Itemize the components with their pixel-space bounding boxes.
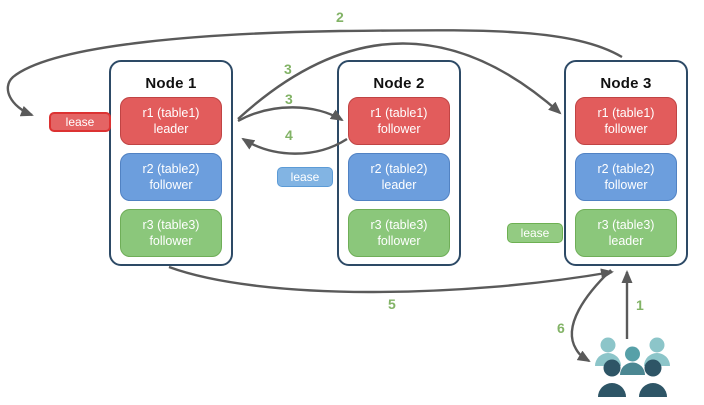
replica-role: follower [377, 234, 421, 248]
replica-role: follower [149, 234, 193, 248]
replica-r1-node2: r1 (table1) follower [348, 97, 450, 145]
replica-role: leader [608, 234, 644, 248]
lease-badge-table2: lease [277, 167, 333, 187]
step-label-4: 4 [285, 127, 293, 143]
step-label-3a: 3 [284, 61, 292, 77]
replica-name: r1 (table1) [597, 105, 655, 120]
replica-role: follower [149, 178, 193, 192]
replica-r2-node1: r2 (table2) follower [120, 153, 222, 201]
lease-badge-table1: lease [49, 112, 111, 132]
node-1-box: Node 1 r1 (table1) leader r2 (table2) fo… [109, 60, 233, 266]
replica-r1-node1: r1 (table1) leader [120, 97, 222, 145]
replica-name: r3 (table3) [370, 217, 428, 232]
replica-r3-node1: r3 (table3) follower [120, 209, 222, 257]
node-2-box: Node 2 r1 (table1) follower r2 (table2) … [337, 60, 461, 266]
arrow-step-5-node1-to-node3 [168, 265, 614, 294]
replica-r1-node3: r1 (table1) follower [575, 97, 677, 145]
replica-name: r3 (table3) [142, 217, 200, 232]
step-label-2: 2 [336, 9, 344, 25]
arrow-step-3-node1-to-node2 [237, 106, 344, 123]
lease-badge-table3: lease [507, 223, 563, 243]
replica-role: follower [604, 122, 648, 136]
replica-name: r2 (table2) [142, 161, 200, 176]
replica-name: r3 (table3) [597, 217, 655, 232]
step-label-5: 5 [388, 296, 396, 312]
node-title: Node 2 [373, 75, 425, 92]
node-title: Node 1 [145, 75, 197, 92]
step-label-6: 6 [557, 320, 565, 336]
replica-role: leader [153, 122, 189, 136]
replica-role: follower [604, 178, 648, 192]
replica-r2-node2: r2 (table2) leader [348, 153, 450, 201]
arrow-step-4-node2-to-node1 [241, 137, 348, 155]
step-label-3b: 3 [285, 91, 293, 107]
replica-role: follower [377, 122, 421, 136]
replica-r2-node3: r2 (table2) follower [575, 153, 677, 201]
replica-name: r2 (table2) [597, 161, 655, 176]
step-label-1: 1 [636, 297, 644, 313]
replica-name: r1 (table1) [142, 105, 200, 120]
replica-r3-node3: r3 (table3) leader [575, 209, 677, 257]
replica-name: r1 (table1) [370, 105, 428, 120]
node-title: Node 3 [600, 75, 652, 92]
replica-role: leader [381, 178, 417, 192]
node-3-box: Node 3 r1 (table1) follower r2 (table2) … [564, 60, 688, 266]
replica-r3-node2: r3 (table3) follower [348, 209, 450, 257]
users-icon [595, 337, 670, 397]
arrow-step-2-node3-to-lease1 [6, 29, 623, 117]
replica-name: r2 (table2) [370, 161, 428, 176]
